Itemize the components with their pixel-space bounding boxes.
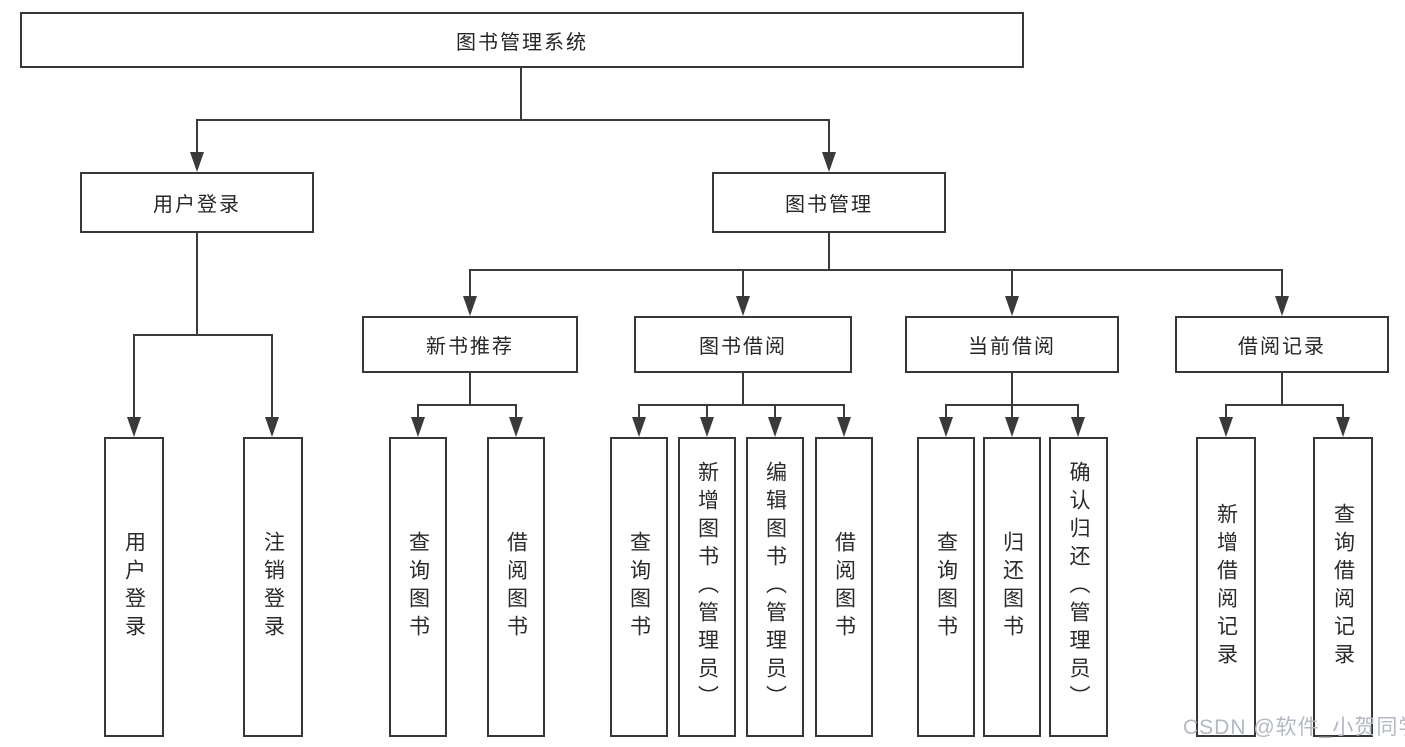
node-confirm-return-admin: 确认归还（管理员）	[1049, 437, 1108, 737]
node-edit-books-admin: 编辑图书（管理员）	[746, 437, 804, 737]
connector-line	[774, 406, 776, 417]
connector-line	[1077, 406, 1079, 417]
connector-line	[1225, 404, 1344, 406]
arrow-down-icon	[1071, 417, 1085, 437]
connector-line	[638, 404, 845, 406]
connector-line	[196, 119, 830, 121]
connector-line	[271, 336, 273, 417]
connector-line	[469, 271, 471, 296]
connector-line	[133, 334, 273, 336]
node-query-books-borrowing-label: 查询图书	[627, 531, 651, 643]
arrow-down-icon	[822, 152, 836, 172]
node-add-borrow-record: 新增借阅记录	[1196, 437, 1256, 737]
node-user-login-label: 用户登录	[153, 194, 241, 216]
node-add-books-admin-label: 新增图书（管理员）	[695, 461, 719, 713]
node-return-books: 归还图书	[983, 437, 1041, 737]
node-confirm-return-admin-label: 确认归还（管理员）	[1067, 461, 1090, 713]
node-book-management-label: 图书管理	[785, 194, 873, 216]
node-logout: 注销登录	[243, 437, 303, 737]
node-new-book-recommendation-label: 新书推荐	[426, 336, 514, 358]
arrow-down-icon	[1005, 417, 1019, 437]
node-query-books-current: 查询图书	[917, 437, 975, 737]
node-book-borrowing: 图书借阅	[634, 316, 852, 373]
node-query-books-recommend: 查询图书	[389, 437, 447, 737]
connector-line	[417, 404, 517, 406]
arrow-down-icon	[1005, 296, 1019, 316]
connector-line	[706, 406, 708, 417]
connector-line	[1281, 271, 1283, 296]
node-query-books-current-label: 查询图书	[934, 531, 958, 643]
connector-line	[828, 121, 830, 153]
connector-line	[945, 404, 1079, 406]
node-library-system: 图书管理系统	[20, 12, 1024, 68]
node-add-books-admin: 新增图书（管理员）	[678, 437, 736, 737]
node-query-books-borrowing: 查询图书	[610, 437, 668, 737]
connector-line	[133, 336, 135, 417]
arrow-down-icon	[632, 417, 646, 437]
node-borrow-books-label: 借阅图书	[832, 531, 856, 643]
connector-line	[1281, 373, 1283, 406]
connector-line	[1225, 406, 1227, 417]
connector-line	[417, 406, 419, 417]
node-book-management: 图书管理	[712, 172, 946, 233]
node-borrow-books-recommend: 借阅图书	[487, 437, 545, 737]
connector-line	[469, 269, 1283, 271]
node-borrowing-records-label: 借阅记录	[1238, 336, 1326, 358]
csdn-watermark: CSDN @软件_小贺同学	[1183, 716, 1405, 739]
node-query-borrow-record-label: 查询借阅记录	[1331, 503, 1355, 671]
connector-line	[1011, 373, 1013, 406]
connector-line	[945, 406, 947, 417]
node-book-borrowing-label: 图书借阅	[699, 336, 787, 358]
node-login-label: 用户登录	[122, 531, 146, 643]
arrow-down-icon	[509, 417, 523, 437]
node-current-borrowing: 当前借阅	[905, 316, 1119, 373]
connector-line	[1342, 406, 1344, 417]
node-library-system-label: 图书管理系统	[456, 31, 588, 54]
arrow-down-icon	[1336, 417, 1350, 437]
node-borrow-books-recommend-label: 借阅图书	[504, 531, 528, 643]
connector-line	[638, 406, 640, 417]
node-add-borrow-record-label: 新增借阅记录	[1214, 503, 1238, 671]
node-edit-books-admin-label: 编辑图书（管理员）	[763, 461, 787, 713]
connector-line	[469, 373, 471, 406]
connector-line	[1011, 271, 1013, 296]
arrow-down-icon	[411, 417, 425, 437]
arrow-down-icon	[700, 417, 714, 437]
arrow-down-icon	[939, 417, 953, 437]
node-user-login: 用户登录	[80, 172, 314, 233]
connector-line	[742, 271, 744, 296]
node-borrowing-records: 借阅记录	[1175, 316, 1389, 373]
connector-line	[1011, 406, 1013, 417]
arrow-down-icon	[736, 296, 750, 316]
connector-line	[515, 406, 517, 417]
node-query-borrow-record: 查询借阅记录	[1313, 437, 1373, 737]
arrow-down-icon	[463, 296, 477, 316]
connector-line	[196, 121, 198, 153]
connector-line	[196, 233, 198, 336]
arrow-down-icon	[1275, 296, 1289, 316]
connector-line	[520, 68, 522, 120]
node-borrow-books: 借阅图书	[815, 437, 873, 737]
arrow-down-icon	[127, 417, 141, 437]
node-return-books-label: 归还图书	[1000, 531, 1024, 643]
arrow-down-icon	[837, 417, 851, 437]
arrow-down-icon	[190, 152, 204, 172]
node-logout-label: 注销登录	[261, 531, 285, 643]
connector-line	[843, 406, 845, 417]
arrow-down-icon	[1219, 417, 1233, 437]
arrow-down-icon	[265, 417, 279, 437]
node-query-books-recommend-label: 查询图书	[406, 531, 430, 643]
node-login: 用户登录	[104, 437, 164, 737]
arrow-down-icon	[768, 417, 782, 437]
connector-line	[828, 233, 830, 271]
connector-line	[742, 373, 744, 406]
node-current-borrowing-label: 当前借阅	[968, 336, 1056, 358]
node-new-book-recommendation: 新书推荐	[362, 316, 578, 373]
